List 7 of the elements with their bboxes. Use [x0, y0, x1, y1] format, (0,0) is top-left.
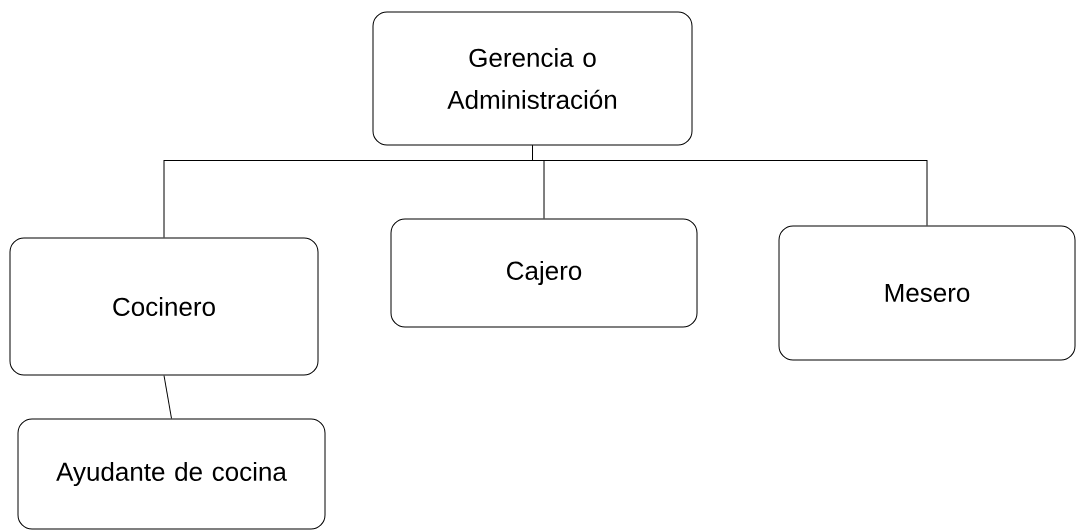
org-box: Mesero	[778, 225, 1076, 361]
org-box: Cocinero	[9, 237, 319, 376]
org-box: Gerencia o Administración	[372, 11, 693, 146]
org-box: Cajero	[390, 218, 698, 328]
org-box: Ayudante de cocina	[17, 418, 326, 530]
connector-line	[163, 375, 172, 419]
connector-line	[532, 145, 928, 226]
